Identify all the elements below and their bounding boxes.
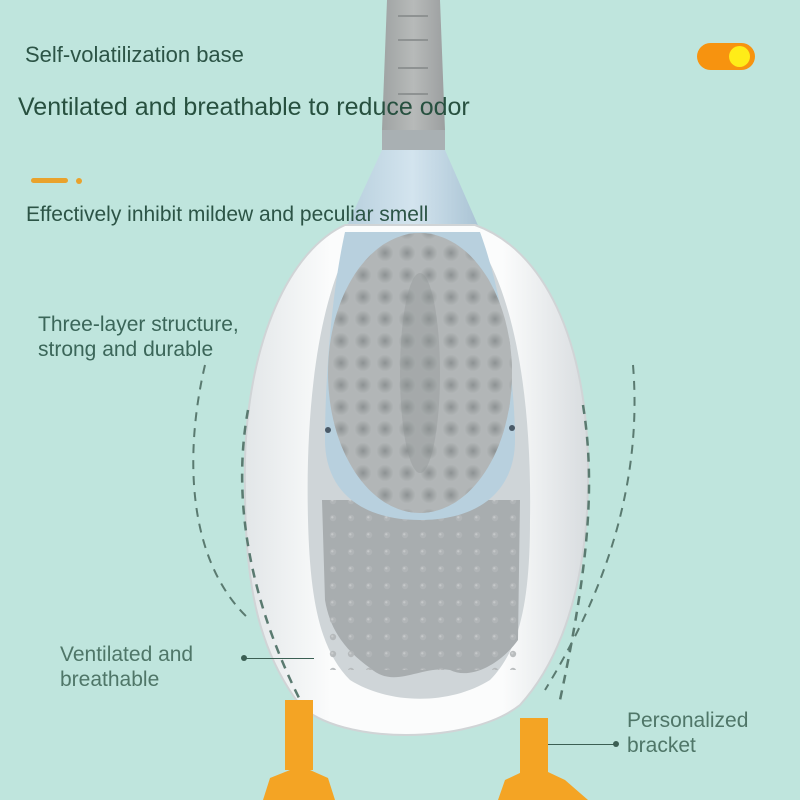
ventilated-line1: Ventilated and bbox=[60, 643, 194, 666]
bracket-line2: bracket bbox=[627, 734, 696, 757]
accent-dot bbox=[76, 178, 82, 184]
label-personalized-bracket: Personalized bracket bbox=[627, 708, 787, 758]
bracket-line1: Personalized bbox=[627, 709, 749, 732]
ventilated-line2: breathable bbox=[60, 668, 160, 691]
label-self-volatilization-base: Self-volatilization base bbox=[25, 42, 244, 67]
three-layer-line1: Three-layer structure, bbox=[38, 313, 239, 336]
headline-ventilated-reduce-odor: Ventilated and breathable to reduce odor bbox=[18, 93, 470, 121]
leader-line-bracket bbox=[548, 744, 618, 745]
leader-dot-bracket bbox=[613, 741, 619, 747]
label-inhibit-mildew: Effectively inhibit mildew and peculiar … bbox=[26, 203, 429, 226]
label-three-layer-structure: Three-layer structure, strong and durabl… bbox=[38, 312, 239, 362]
label-ventilated-breathable: Ventilated and breathable bbox=[60, 642, 193, 692]
three-layer-line2: strong and durable bbox=[38, 338, 214, 361]
leader-line-ventilated bbox=[244, 658, 314, 659]
accent-bar bbox=[31, 178, 68, 183]
toggle-knob bbox=[729, 46, 750, 67]
toggle-switch-decoration bbox=[697, 43, 755, 70]
